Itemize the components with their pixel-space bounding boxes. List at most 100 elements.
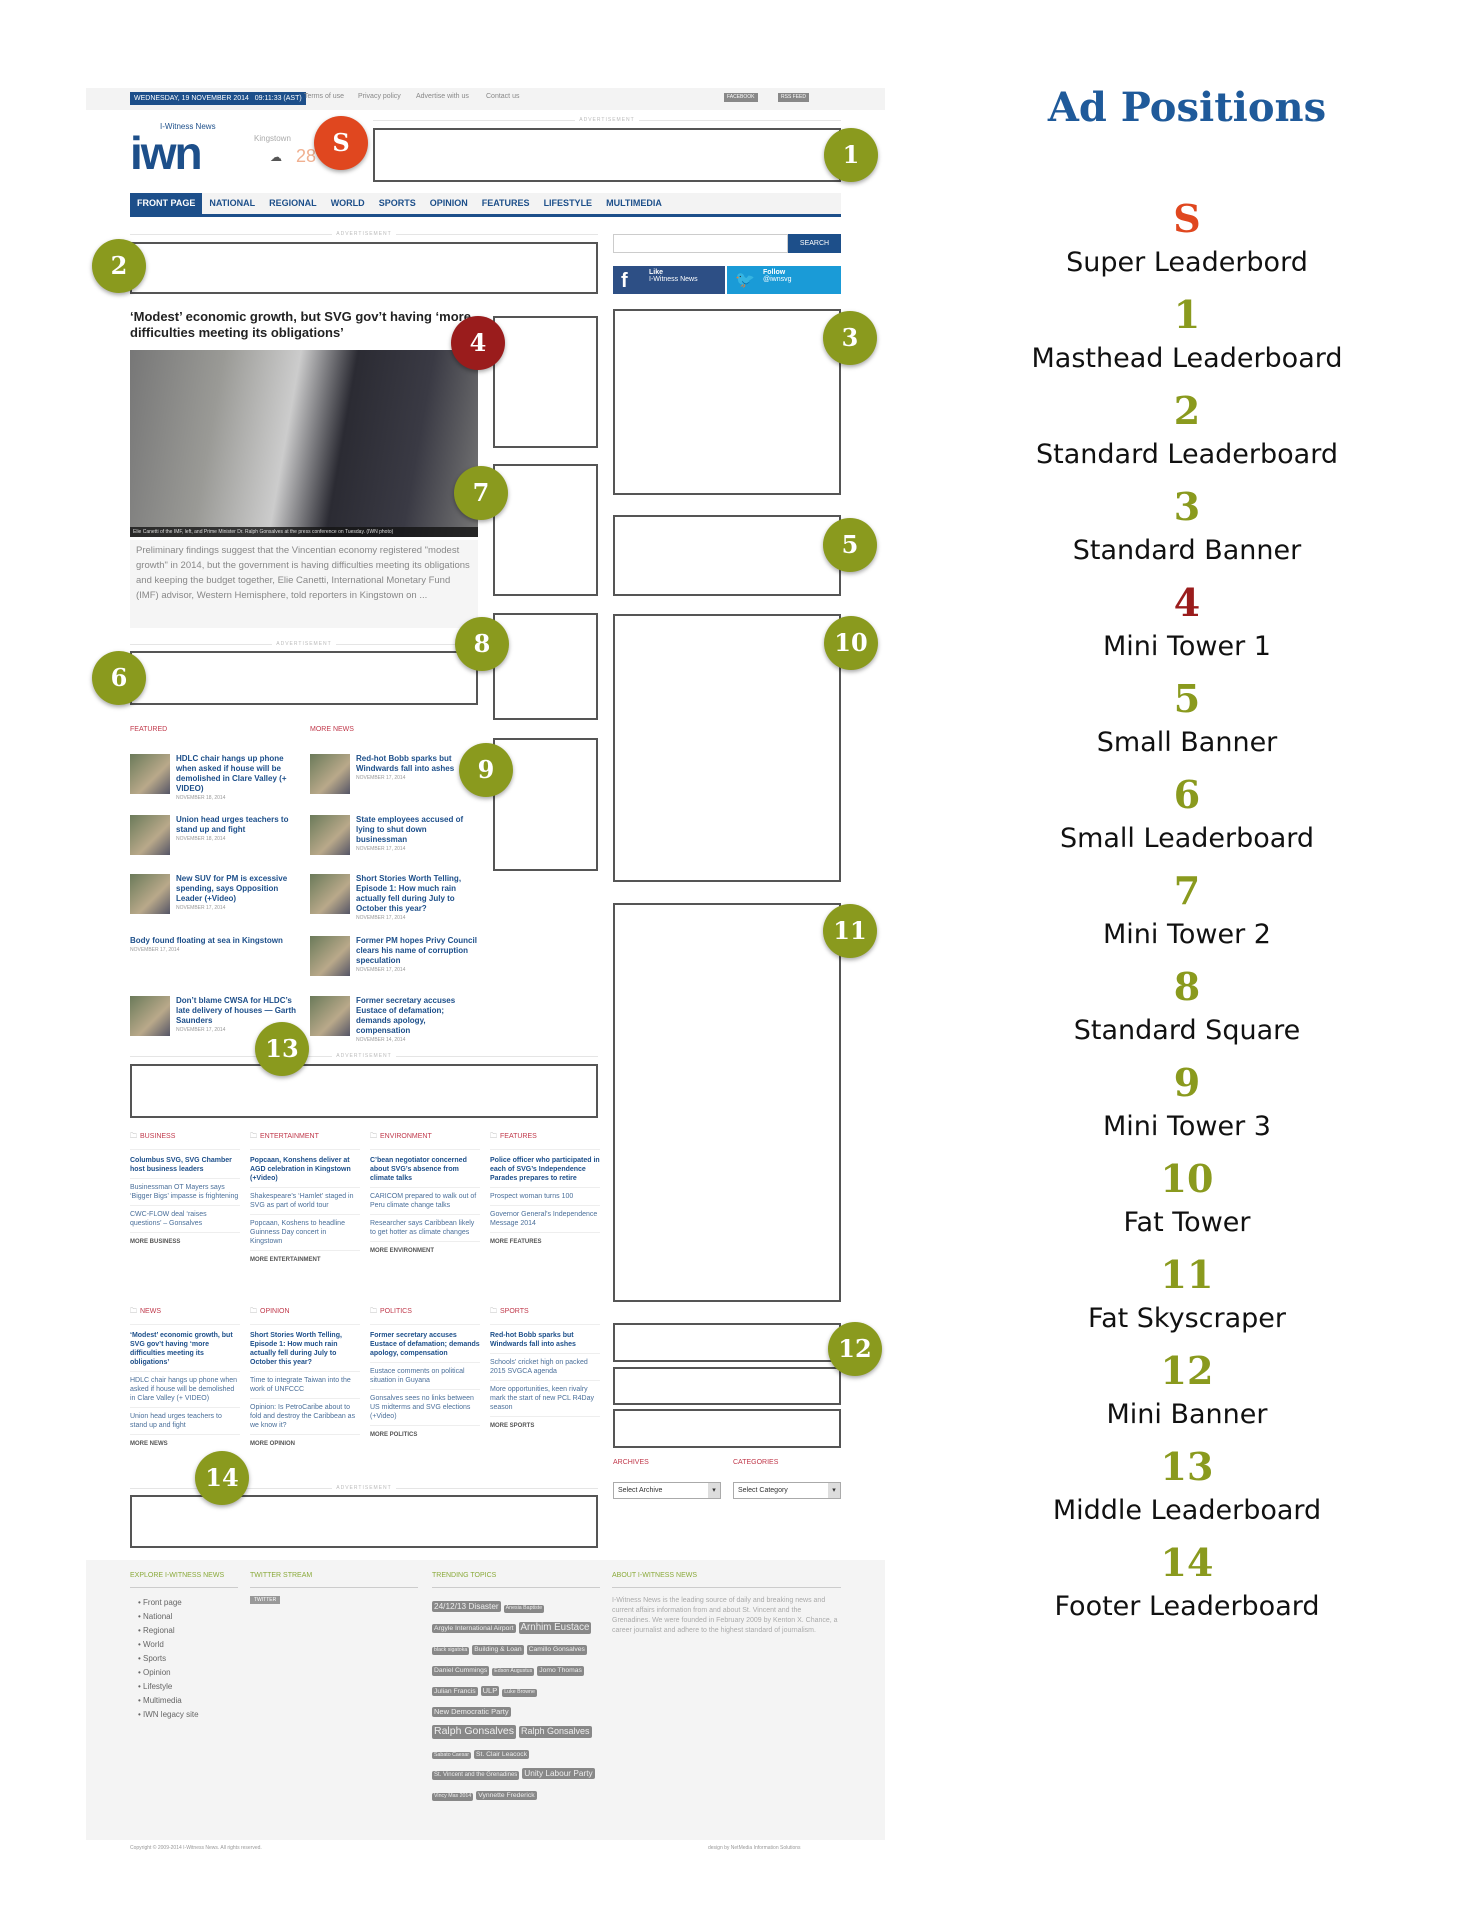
category-link[interactable]: Governor General’s Independence Message … (490, 1210, 600, 1233)
category-link[interactable]: HDLC chair hangs up phone when asked if … (130, 1376, 240, 1408)
footer-link[interactable]: • IWN legacy site (138, 1710, 199, 1719)
lead-photo[interactable]: Elie Canetti of the IMF, left, and Prime… (130, 350, 478, 537)
category-heading[interactable]: 🗀SPORTS (490, 1307, 600, 1325)
ad-mini-tower-1[interactable] (493, 316, 598, 448)
category-lead[interactable]: Former secretary accuses Eustace of defa… (370, 1331, 480, 1363)
advertise-link[interactable]: Advertise with us (416, 93, 469, 100)
category-link[interactable]: CWC-FLOW deal ‘raises questions’ – Gonsa… (130, 1210, 240, 1233)
category-link[interactable]: Popcaan, Koshens to headline Guinness Da… (250, 1219, 360, 1251)
ad-standard-leaderboard[interactable] (130, 242, 598, 294)
footer-link[interactable]: • Sports (138, 1654, 167, 1663)
facebook-badge[interactable]: FACEBOOK (724, 93, 758, 102)
headline[interactable]: Former PM hopes Privy Council clears his… (356, 936, 477, 965)
category-heading[interactable]: 🗀NEWS (130, 1307, 240, 1325)
tag-link[interactable]: Edson Augustus (492, 1668, 535, 1677)
tag-link[interactable]: Argyle International Airport (432, 1623, 516, 1634)
search-input[interactable] (613, 234, 788, 253)
nav-multimedia[interactable]: MULTIMEDIA (606, 198, 662, 208)
thumbnail[interactable] (310, 815, 350, 855)
headline[interactable]: Red-hot Bobb sparks but Windwards fall i… (356, 754, 455, 773)
category-link[interactable]: Shakespeare’s ‘Hamlet’ staged in SVG as … (250, 1192, 360, 1215)
tag-link[interactable]: black sigatoka (432, 1647, 470, 1656)
category-link[interactable]: Researcher says Caribbean likely to get … (370, 1219, 480, 1242)
headline[interactable]: New SUV for PM is excessive spending, sa… (176, 874, 288, 903)
nav-lifestyle[interactable]: LIFESTYLE (543, 198, 593, 208)
search-button[interactable]: SEARCH (788, 234, 841, 253)
footer-link[interactable]: • Regional (138, 1626, 175, 1635)
tag-link[interactable]: Anesia Baptiste (503, 1605, 545, 1613)
category-lead[interactable]: Popcaan, Konshens deliver at AGD celebra… (250, 1156, 360, 1188)
nav-features[interactable]: FEATURES (481, 198, 530, 208)
thumbnail[interactable] (310, 874, 350, 914)
footer-link[interactable]: • Multimedia (138, 1696, 182, 1705)
thumbnail[interactable] (310, 754, 350, 794)
ad-footer-leaderboard[interactable] (130, 1495, 598, 1548)
list-item[interactable]: Short Stories Worth Telling, Episode 1: … (310, 874, 478, 921)
tag-link[interactable]: St. Clair Leacock (474, 1749, 530, 1759)
category-link[interactable]: Prospect woman turns 100 (490, 1192, 600, 1206)
headline[interactable]: HDLC chair hangs up phone when asked if … (176, 754, 287, 793)
footer-link[interactable]: • Lifestyle (138, 1682, 173, 1691)
list-item[interactable]: Union head urges teachers to stand up an… (130, 815, 298, 855)
category-heading[interactable]: 🗀ENVIRONMENT (370, 1132, 480, 1150)
footer-link[interactable]: • National (138, 1612, 173, 1621)
category-lead[interactable]: ‘Modest’ economic growth, but SVG gov’t … (130, 1331, 240, 1372)
archive-select[interactable]: Select Archive▾ (613, 1482, 721, 1499)
more-link[interactable]: MORE ENVIRONMENT (370, 1248, 435, 1254)
list-item[interactable]: New SUV for PM is excessive spending, sa… (130, 874, 298, 914)
category-heading[interactable]: 🗀POLITICS (370, 1307, 480, 1325)
nav-national[interactable]: NATIONAL (209, 198, 256, 208)
category-link[interactable]: Time to integrate Taiwan into the work o… (250, 1376, 360, 1399)
thumbnail[interactable] (130, 874, 170, 914)
contact-link[interactable]: Contact us (486, 93, 520, 100)
more-link[interactable]: MORE ENTERTAINMENT (250, 1257, 321, 1263)
tag-link[interactable]: Arnhim Eustace (518, 1621, 592, 1635)
list-item[interactable]: HDLC chair hangs up phone when asked if … (130, 754, 298, 801)
more-link[interactable]: MORE BUSINESS (130, 1239, 181, 1245)
footer-link[interactable]: • Front page (138, 1598, 182, 1607)
rss-badge[interactable]: RSS FEED (778, 93, 810, 102)
tag-link[interactable]: Camillo Gonsalves (526, 1645, 587, 1655)
more-link[interactable]: MORE FEATURES (490, 1239, 542, 1245)
tag-link[interactable]: Daniel Cummings (432, 1666, 490, 1676)
list-item[interactable]: State employees accused of lying to shut… (310, 815, 478, 855)
privacy-link[interactable]: Privacy policy (358, 93, 401, 100)
category-lead[interactable]: Police officer who participated in each … (490, 1156, 600, 1188)
category-link[interactable]: Eustace comments on political situation … (370, 1367, 480, 1390)
logo[interactable]: I-Witness News iwn (130, 122, 216, 176)
thumbnail[interactable] (310, 996, 350, 1036)
nav-world[interactable]: WORLD (330, 198, 365, 208)
category-lead[interactable]: Short Stories Worth Telling, Episode 1: … (250, 1331, 360, 1372)
list-item[interactable]: Don’t blame CWSA for HLDC’s late deliver… (130, 996, 298, 1036)
ad-mini-banner-3[interactable] (613, 1409, 841, 1448)
headline[interactable]: State employees accused of lying to shut… (356, 815, 464, 844)
more-link[interactable]: MORE POLITICS (370, 1432, 418, 1438)
ad-middle-leaderboard[interactable] (130, 1064, 598, 1118)
lead-headline[interactable]: ‘Modest’ economic growth, but SVG gov’t … (130, 309, 471, 340)
category-link[interactable]: Businessman OT Mayers says ‘Bigger Bigs’… (130, 1183, 240, 1206)
headline[interactable]: Body found floating at sea in Kingstown (130, 936, 283, 945)
tag-link[interactable]: New Democratic Party (432, 1706, 511, 1718)
tag-link[interactable]: Vynnette Frederick (476, 1790, 537, 1801)
category-heading[interactable]: 🗀OPINION (250, 1307, 360, 1325)
more-link[interactable]: MORE OPINION (250, 1441, 296, 1447)
terms-link[interactable]: Terms of use (304, 93, 345, 100)
nav-opinion[interactable]: OPINION (429, 198, 468, 208)
design-credit[interactable]: design by NetMedia Information Solutions (708, 1845, 801, 1851)
tag-link[interactable]: Julian Francis (432, 1687, 478, 1697)
ad-fat-skyscraper[interactable] (613, 903, 841, 1302)
category-link[interactable]: Gonsalves sees no links between US midte… (370, 1394, 480, 1426)
category-link[interactable]: Schools’ cricket high on packed 2015 SVG… (490, 1358, 600, 1381)
ad-standard-banner[interactable] (613, 309, 841, 495)
footer-link[interactable]: • World (138, 1640, 164, 1649)
category-heading[interactable]: 🗀ENTERTAINMENT (250, 1132, 360, 1150)
category-lead[interactable]: Red-hot Bobb sparks but Windwards fall i… (490, 1331, 600, 1354)
footer-link[interactable]: • Opinion (138, 1668, 171, 1677)
list-item[interactable]: Red-hot Bobb sparks but Windwards fall i… (310, 754, 478, 794)
thumbnail[interactable] (310, 936, 350, 976)
headline[interactable]: Short Stories Worth Telling, Episode 1: … (356, 874, 462, 913)
more-link[interactable]: MORE NEWS (130, 1441, 168, 1447)
ad-small-leaderboard[interactable] (130, 651, 478, 705)
ad-mini-tower-2[interactable] (493, 464, 598, 596)
